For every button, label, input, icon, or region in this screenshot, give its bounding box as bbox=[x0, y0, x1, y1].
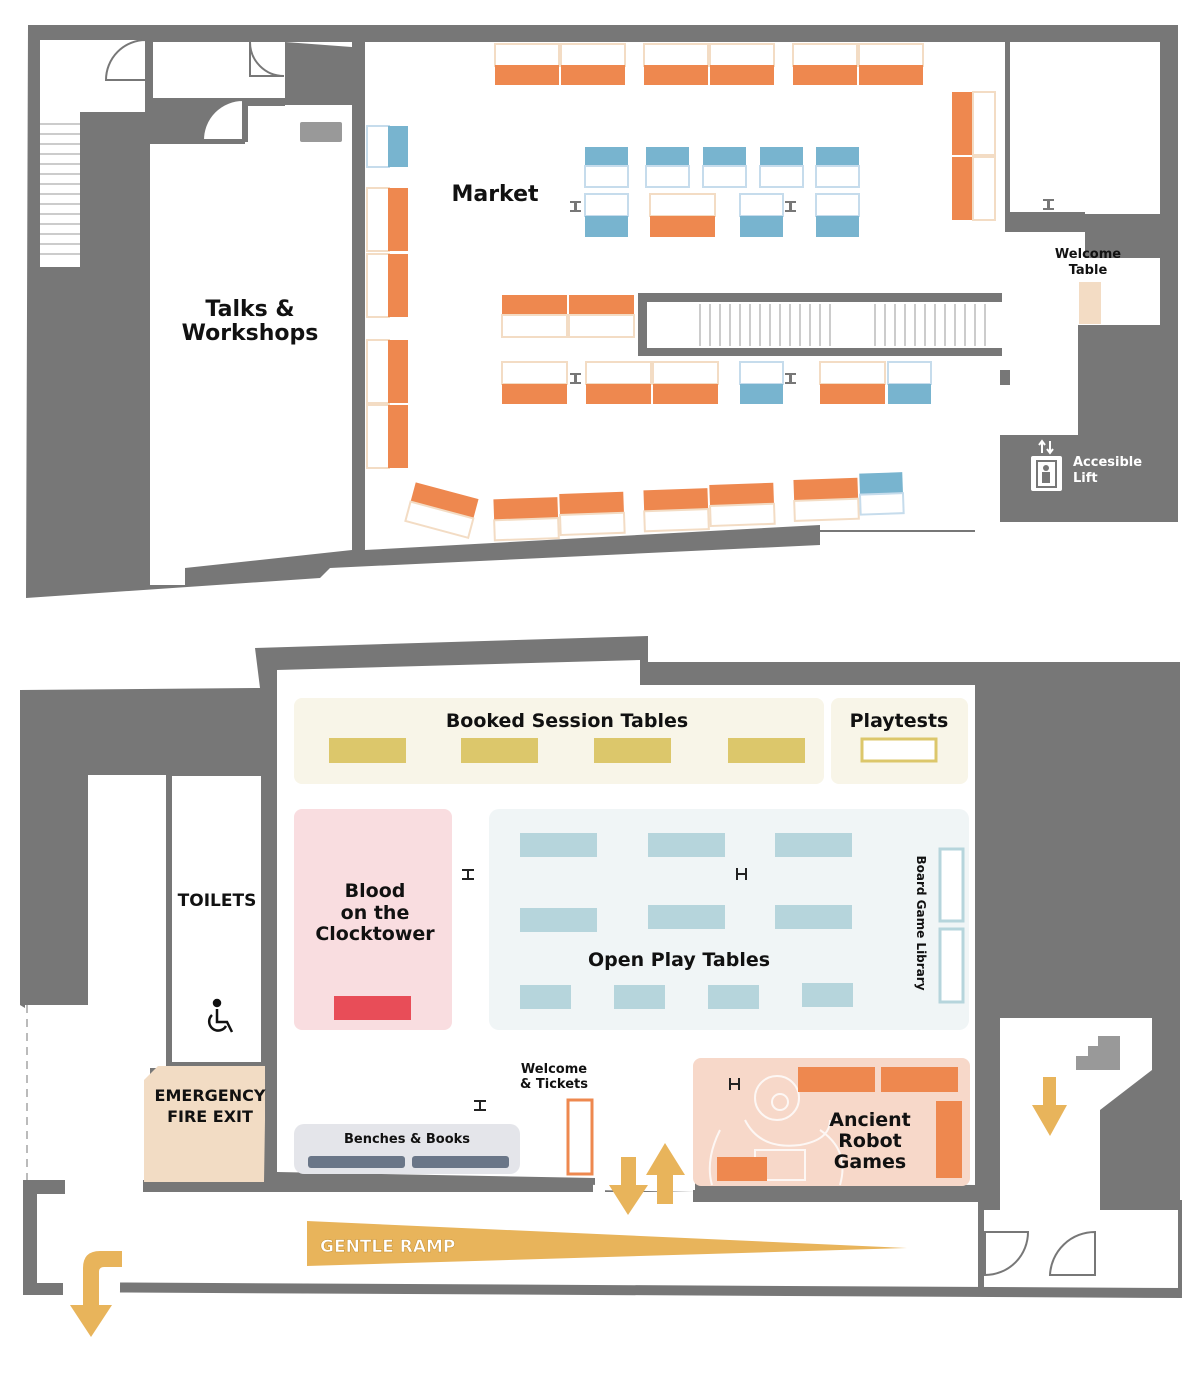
door-icon bbox=[984, 1231, 1030, 1277]
fire-exit-label-1: EMERGENCY bbox=[155, 1086, 266, 1105]
market-label: Market bbox=[451, 182, 539, 207]
talks-room-floor bbox=[150, 105, 352, 585]
bench bbox=[412, 1156, 509, 1168]
arrow-down-icon bbox=[609, 1157, 648, 1215]
blood-clocktower-table bbox=[334, 996, 411, 1020]
booked-table bbox=[329, 738, 406, 763]
booked-session-label: Booked Session Tables bbox=[446, 710, 688, 732]
left-edge-floor bbox=[25, 1005, 88, 1180]
arrow-down-icon bbox=[1032, 1077, 1067, 1136]
open-play-zone bbox=[489, 809, 969, 1030]
blood-label-3: Clocktower bbox=[315, 923, 435, 945]
booked-table bbox=[594, 738, 671, 763]
market-tables-middle bbox=[501, 295, 932, 404]
blood-clocktower-zone bbox=[294, 809, 452, 1030]
playtests-label: Playtests bbox=[850, 710, 949, 732]
library-shelf bbox=[938, 847, 965, 923]
vestibule-wall-2 bbox=[244, 98, 285, 106]
welcome-table-label: Welcome bbox=[1055, 247, 1121, 262]
bench bbox=[308, 1156, 405, 1168]
open-play-tables bbox=[520, 833, 853, 1009]
gentle-ramp bbox=[307, 1221, 907, 1266]
workshops-label: Workshops bbox=[182, 321, 319, 346]
library-label: Board Game Library bbox=[914, 855, 928, 990]
booked-table bbox=[728, 738, 805, 763]
stairs-icon bbox=[40, 123, 80, 255]
arrow-up-icon bbox=[646, 1143, 685, 1204]
library-shelf bbox=[938, 927, 965, 1004]
column-icon bbox=[570, 199, 1054, 384]
lower-floor: Booked Session Tables Playtests Blood on… bbox=[20, 636, 1183, 1337]
welcome-tickets-label-1: Welcome bbox=[521, 1062, 587, 1077]
lift-label: Accesible bbox=[1073, 455, 1142, 470]
robot-label-3: Games bbox=[834, 1151, 906, 1173]
vestibule-wall-3 bbox=[145, 136, 245, 144]
stair-corridor-2 bbox=[40, 112, 80, 267]
playtest-table bbox=[860, 737, 938, 763]
corridor-wall-2 bbox=[693, 1190, 983, 1202]
fire-exit-zone bbox=[144, 1066, 265, 1182]
robot-table bbox=[936, 1101, 962, 1178]
fire-exit-wall bbox=[264, 1120, 277, 1182]
toilets-label: TOILETS bbox=[178, 891, 257, 911]
robot-label-1: Ancient bbox=[829, 1109, 911, 1131]
right-room-wall-2 bbox=[1178, 1200, 1182, 1295]
open-play-label: Open Play Tables bbox=[588, 949, 770, 971]
blood-label-1: Blood bbox=[345, 880, 406, 902]
welcome-table bbox=[1079, 282, 1101, 324]
welcome-tickets-table bbox=[566, 1098, 594, 1176]
robot-label-2: Robot bbox=[838, 1130, 901, 1152]
welcome-table-label-2: Table bbox=[1069, 263, 1108, 278]
toilets-wall bbox=[262, 668, 277, 1078]
market-tables-bottom bbox=[404, 472, 905, 542]
talks-label: Talks & bbox=[205, 297, 294, 322]
toilets-wall-2 bbox=[166, 776, 172, 1066]
bottom-wall-left-2 bbox=[23, 1180, 37, 1295]
right-room-wall bbox=[978, 1200, 984, 1290]
stairs-icon bbox=[1076, 1036, 1120, 1070]
market-tables-right bbox=[952, 91, 996, 221]
stairs-icon bbox=[699, 304, 986, 346]
nook-wall bbox=[1005, 212, 1085, 222]
blood-label-2: on the bbox=[341, 902, 410, 924]
column-icon bbox=[462, 868, 747, 1111]
welcome-tickets-label-2: & Tickets bbox=[520, 1077, 588, 1092]
toilets-wall-3 bbox=[166, 1062, 266, 1068]
robot-table bbox=[881, 1067, 958, 1092]
lift-wall bbox=[1000, 370, 1010, 385]
lift-label-2: Lift bbox=[1073, 471, 1098, 486]
door-icon bbox=[104, 38, 147, 81]
lift-icon bbox=[1029, 454, 1064, 493]
lift-arrows-icon bbox=[1038, 439, 1054, 455]
nook bbox=[1010, 42, 1160, 214]
projector-icon bbox=[300, 122, 342, 142]
robot-table bbox=[717, 1157, 767, 1181]
exit-arrow-icon bbox=[70, 1251, 122, 1337]
door-icon bbox=[201, 98, 244, 141]
bottom-wall bbox=[119, 1282, 1183, 1299]
gentle-ramp-label: GENTLE RAMP bbox=[320, 1237, 455, 1257]
market-tables-top bbox=[494, 43, 924, 85]
robot-illustration bbox=[708, 1075, 844, 1186]
vestibule-wall bbox=[145, 35, 153, 143]
booked-table bbox=[461, 738, 538, 763]
fire-exit-label-2: FIRE EXIT bbox=[167, 1107, 253, 1126]
booked-session-zone bbox=[294, 698, 824, 784]
upper-floor: Talks & Workshops Market Welcome Table A… bbox=[26, 25, 1178, 598]
market-tables-center bbox=[584, 147, 860, 237]
corridor-wall bbox=[143, 1180, 593, 1192]
talks-wall-right bbox=[352, 42, 365, 552]
door-icon bbox=[1048, 1230, 1096, 1276]
central-stairwell bbox=[638, 293, 1002, 356]
door-icon bbox=[249, 41, 285, 77]
robot-table bbox=[798, 1067, 875, 1092]
wheelchair-icon bbox=[207, 998, 234, 1033]
benches-label: Benches & Books bbox=[344, 1132, 470, 1147]
bottom-wall-left-3 bbox=[23, 1283, 63, 1295]
market-tables-left bbox=[366, 125, 408, 469]
